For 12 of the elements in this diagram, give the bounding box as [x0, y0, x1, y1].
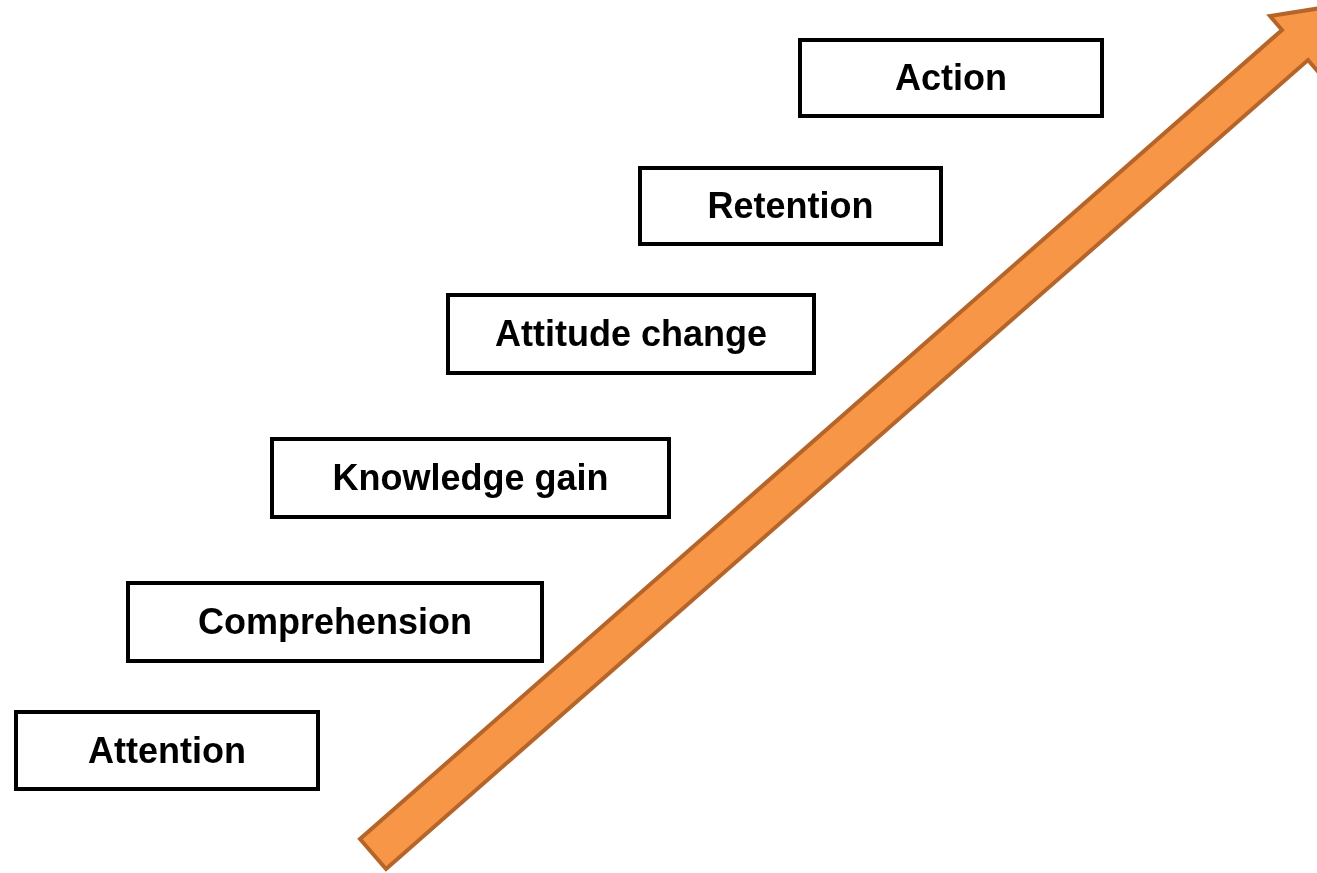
stage-box [270, 437, 671, 519]
stage-label: Knowledge gain [332, 457, 609, 499]
stage-label: Retention [707, 185, 874, 227]
stage-box [446, 293, 816, 375]
stage-label: Action [895, 57, 1007, 99]
stage-label: Attitude change [495, 313, 767, 355]
stage-box [126, 581, 544, 663]
stage-label: Comprehension [198, 601, 472, 643]
stage-box [798, 38, 1104, 118]
stage-label: Attention [88, 729, 246, 772]
stage-box [638, 166, 943, 246]
stage-box [14, 710, 320, 791]
